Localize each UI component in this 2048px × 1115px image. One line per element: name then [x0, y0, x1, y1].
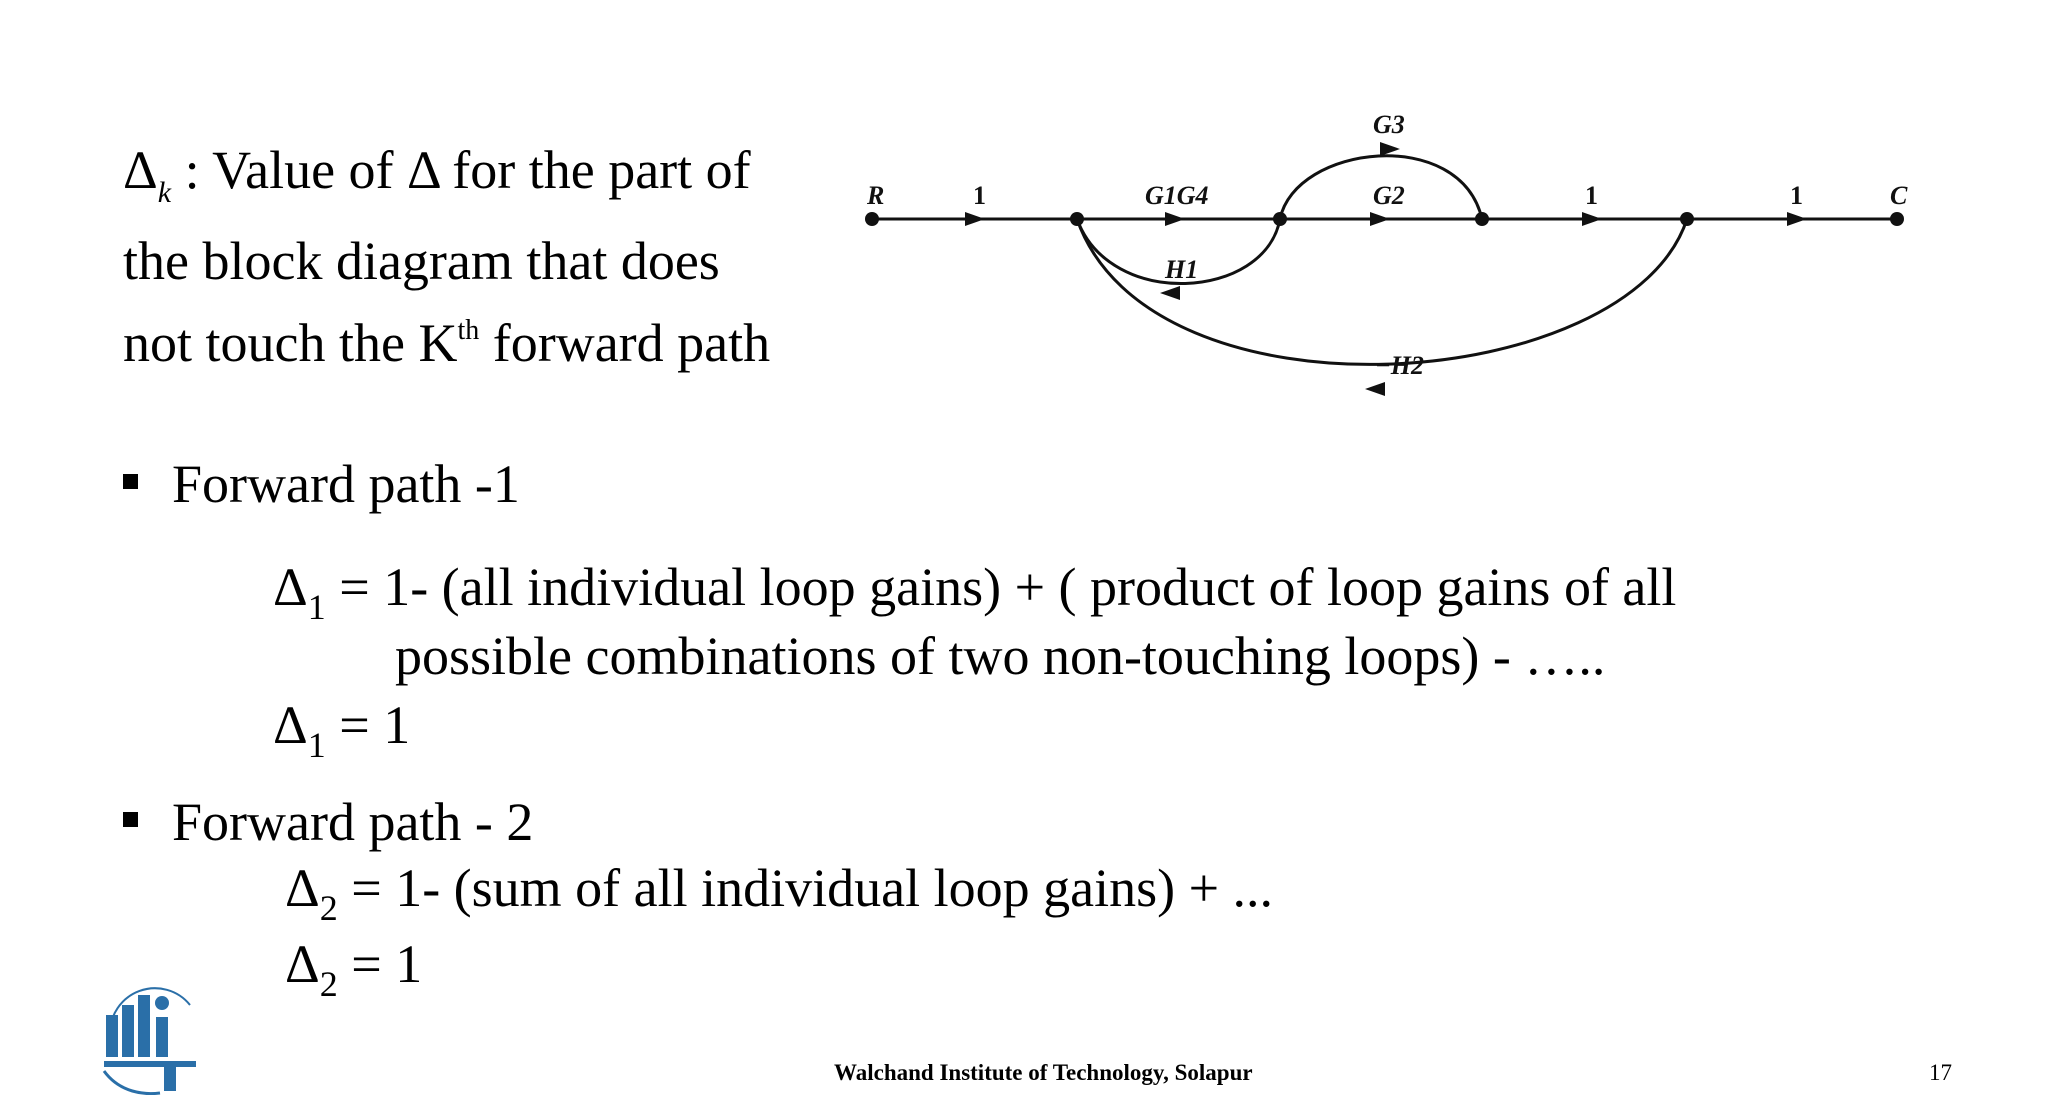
eq-symbol: Δ [285, 934, 320, 994]
eq-subscript: 1 [307, 725, 326, 765]
equation-delta1-full: Δ1 = 1- (all individual loop gains) + ( … [273, 555, 1676, 639]
eq-text: = 1- (all individual loop gains) + ( pro… [325, 557, 1677, 617]
bullet-square-icon [123, 474, 138, 489]
logo-bar-3 [138, 995, 150, 1057]
eq-text: = 1- (sum of all individual loop gains) … [337, 858, 1274, 918]
node-2 [1070, 212, 1084, 226]
node-4 [1475, 212, 1489, 226]
label-g2: G2 [1373, 181, 1405, 210]
definition-line-2: the block diagram that does [123, 231, 720, 291]
node-r [865, 212, 879, 226]
arrow-h1 [1160, 286, 1180, 300]
eq-symbol: Δ [273, 695, 308, 755]
bullet-forward-path-2: Forward path - 2 [123, 790, 533, 854]
delta-subscript: k [157, 176, 172, 209]
equation-delta2-result: Δ2 = 1 [285, 932, 422, 1016]
label-h2: −H2 [1375, 351, 1424, 380]
eq-subscript: 2 [319, 888, 338, 928]
bullet-square-icon [123, 812, 138, 827]
arrow-1c [1787, 212, 1807, 226]
h2-branch [1075, 218, 1689, 366]
bullet-text: Forward path -1 [172, 454, 520, 514]
delta-k-definition: Δk : Value of Δ for the part of the bloc… [123, 136, 823, 378]
label-h1: H1 [1164, 255, 1198, 284]
definition-text-3b: forward path [479, 313, 771, 373]
label-1c: 1 [1790, 181, 1803, 210]
logo-dot [155, 996, 169, 1010]
label-1b: 1 [1585, 181, 1598, 210]
signal-flow-graph: R 1 G1G4 G2 G3 1 1 C H1 −H2 [865, 110, 1908, 396]
eq-text: = 1 [337, 934, 423, 994]
bullet-text: Forward path - 2 [172, 792, 534, 852]
arrow-r-1 [965, 212, 985, 226]
arrow-h2 [1365, 382, 1385, 396]
arrow-g2 [1370, 212, 1390, 226]
definition-text-1: : Value of Δ for the part of [171, 140, 751, 200]
logo-bar-1 [106, 1015, 118, 1057]
h1-branch [1075, 218, 1282, 286]
node-c [1890, 212, 1904, 226]
eq-symbol: Δ [285, 858, 320, 918]
label-c: C [1890, 181, 1908, 210]
arrow-1b [1582, 212, 1602, 226]
equation-delta1-result: Δ1 = 1 [273, 693, 410, 777]
label-1a: 1 [973, 181, 986, 210]
arrow-g1g4 [1165, 212, 1185, 226]
label-g3: G3 [1373, 110, 1405, 139]
label-g1g4: G1G4 [1145, 181, 1209, 210]
eq-subscript: 1 [307, 587, 326, 627]
delta-symbol: Δ [123, 140, 158, 200]
footer-institute: Walchand Institute of Technology, Solapu… [834, 1060, 1253, 1085]
eq-symbol: Δ [273, 557, 308, 617]
definition-superscript: th [457, 315, 480, 346]
node-3 [1273, 212, 1287, 226]
definition-text-3a: not touch the K [123, 313, 458, 373]
arrow-g3 [1380, 142, 1400, 156]
definition-line-3: not touch the Kth forward path [123, 296, 823, 378]
logo-t [104, 1061, 196, 1091]
definition-line-1: Δk : Value of Δ for the part of [123, 136, 823, 227]
eq-text: possible combinations of two non-touchin… [395, 626, 1606, 686]
logo-swoosh [102, 1070, 161, 1095]
equation-delta1-continuation: possible combinations of two non-touchin… [395, 624, 1605, 688]
equation-delta2-full: Δ2 = 1- (sum of all individual loop gain… [285, 856, 1273, 940]
institute-logo [102, 987, 196, 1095]
g3-branch [1278, 154, 1484, 220]
eq-subscript: 2 [319, 964, 338, 1004]
page-number: 17 [1929, 1060, 1952, 1085]
logo-bar-4 [156, 1017, 168, 1057]
node-5 [1680, 212, 1694, 226]
bullet-forward-path-1: Forward path -1 [123, 452, 520, 516]
logo-bar-2 [122, 1005, 134, 1057]
label-r: R [866, 181, 884, 210]
eq-text: = 1 [325, 695, 411, 755]
